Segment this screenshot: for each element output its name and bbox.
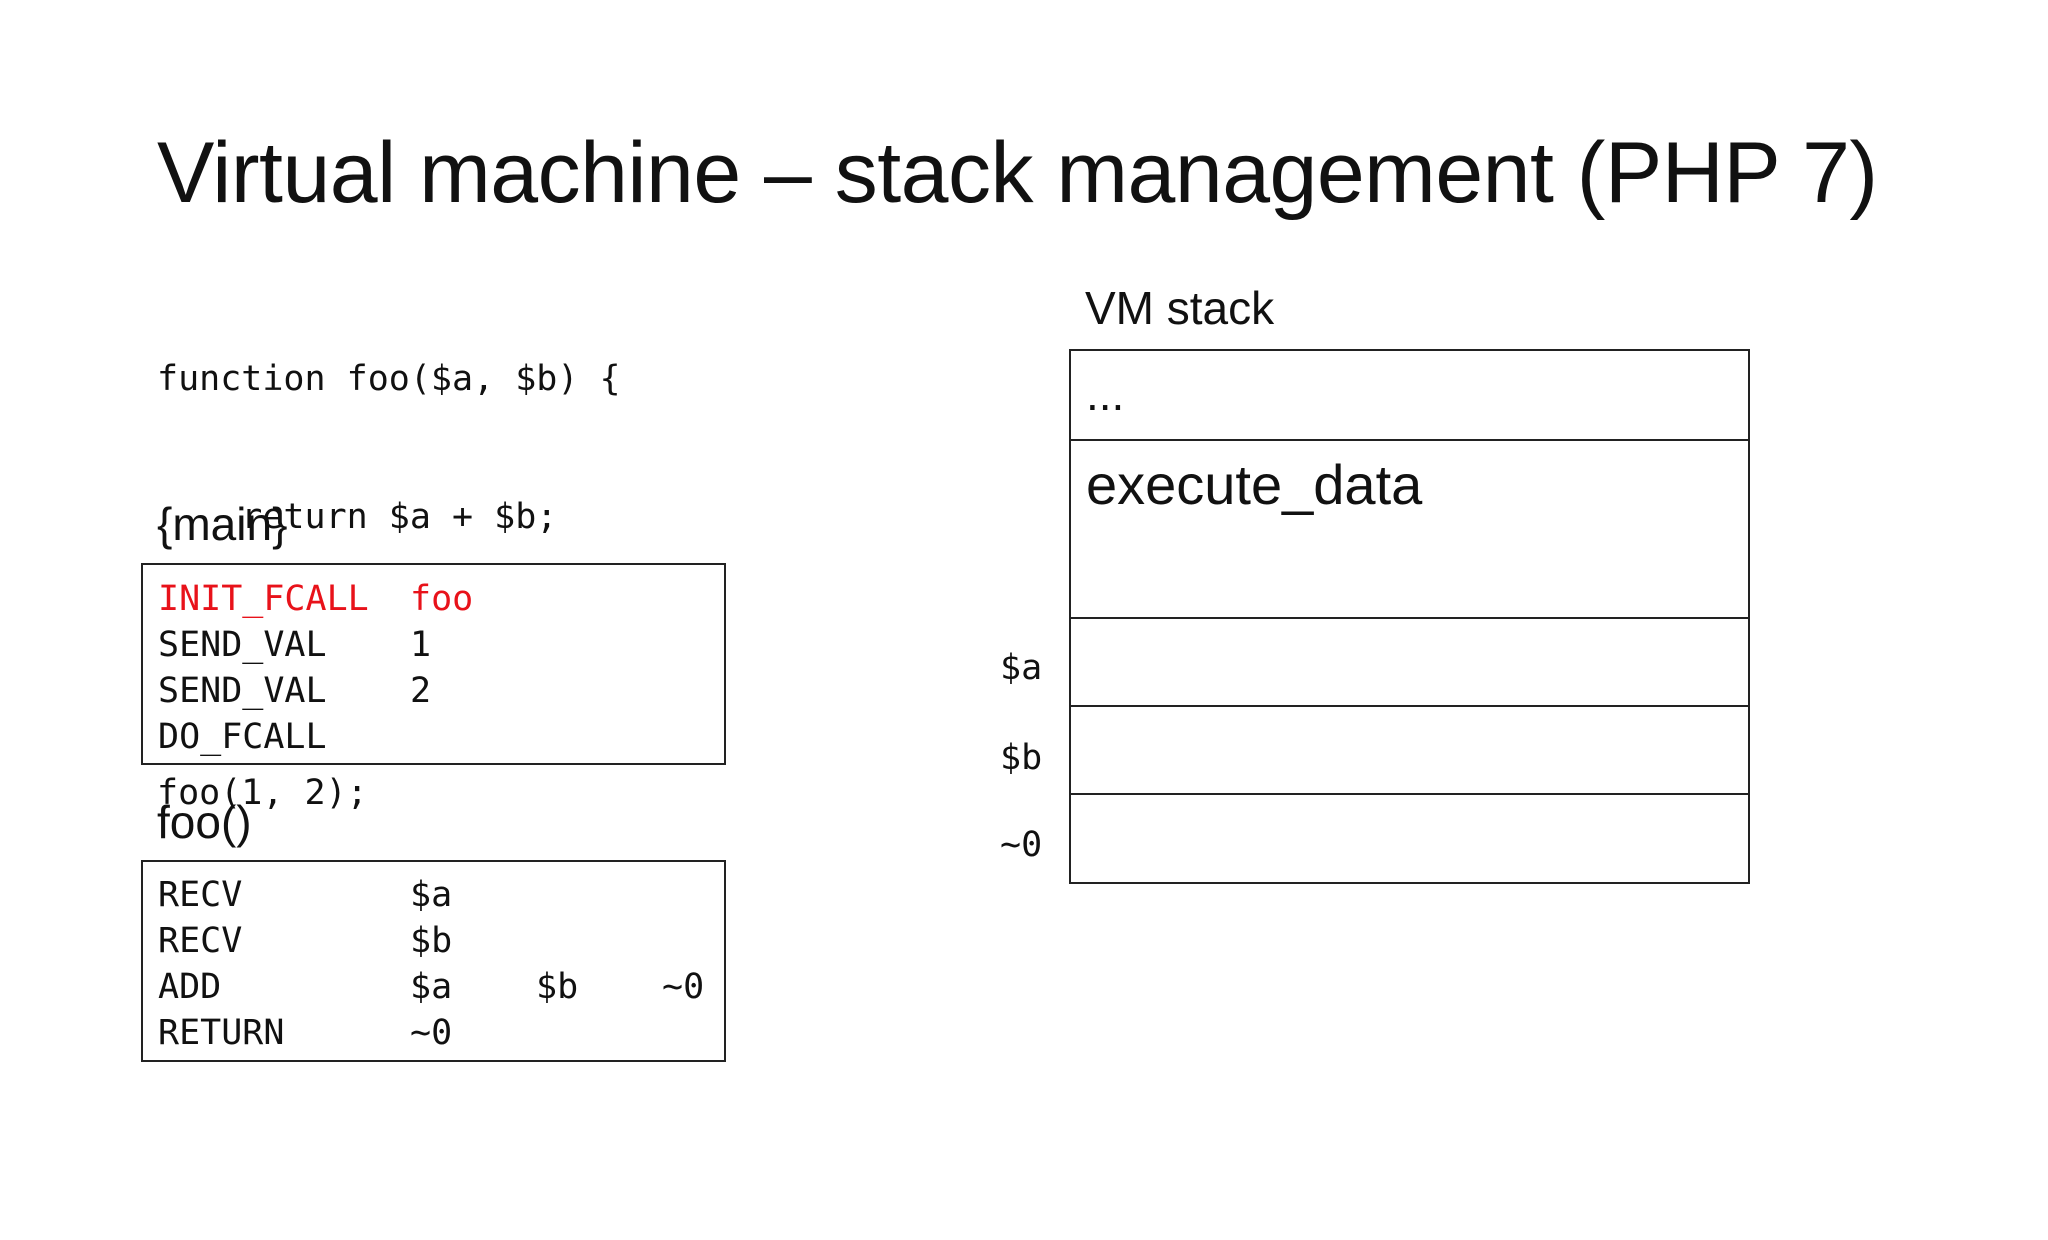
stack-cell-tmp <box>1071 793 1748 882</box>
stack-cell: ... <box>1071 351 1748 441</box>
opcode-name: SEND_VAL <box>158 671 327 711</box>
opcode-name: RECV <box>158 921 243 961</box>
stack-slot-label: $b <box>1000 738 1043 778</box>
opcode-row: RECV $a <box>143 872 452 918</box>
vm-stack-label: VM stack <box>1085 282 1275 334</box>
opcode-operand: $b <box>410 921 453 961</box>
opcode-name: INIT_FCALL <box>158 579 369 619</box>
opcode-operand: 2 <box>410 671 432 711</box>
stack-slot-label: $a <box>1000 648 1043 688</box>
code-line: return $a + $b; <box>157 497 558 537</box>
opcode-name: RECV <box>158 875 243 915</box>
main-block-label: {main} <box>157 498 288 550</box>
opcode-name: RETURN <box>158 1013 285 1053</box>
opcode-row: RETURN ~0 <box>143 1010 452 1056</box>
code-line: function foo($a, $b) { <box>157 359 621 399</box>
slide-title: Virtual machine – stack management (PHP … <box>157 125 1878 221</box>
opcode-row: RECV $b <box>143 918 452 964</box>
foo-block-label: foo() <box>157 796 252 848</box>
opcode-row: SEND_VAL 1 <box>143 622 431 668</box>
opcode-operand: ~0 <box>410 1013 453 1053</box>
opcode-row: DO_FCALL <box>143 714 327 760</box>
opcode-row: ADD $a $b ~0 <box>143 964 704 1010</box>
opcode-operand: 1 <box>410 625 432 665</box>
stack-cell-b <box>1071 705 1748 795</box>
opcode-name: ADD <box>158 967 222 1007</box>
code-line: foo(1, 2); <box>157 773 368 813</box>
stack-cell-execute-data: execute_data <box>1071 439 1748 619</box>
opcode-name: SEND_VAL <box>158 625 327 665</box>
opcode-row: INIT_FCALL foo <box>143 576 473 622</box>
opcode-operand: foo <box>410 579 474 619</box>
foo-opcode-table: RECV $a RECV $b ADD $a $b ~0 RETURN ~0 <box>141 860 726 1062</box>
opcode-operand: $a <box>410 875 453 915</box>
vm-stack: ... execute_data <box>1069 349 1750 884</box>
stack-cell-a <box>1071 617 1748 707</box>
opcode-operand: $a <box>410 967 453 1007</box>
stack-cell-text: execute_data <box>1086 453 1423 516</box>
opcode-name: DO_FCALL <box>158 717 327 757</box>
opcode-result: ~0 <box>662 967 705 1007</box>
main-opcode-table: INIT_FCALL foo SEND_VAL 1 SEND_VAL 2 DO_… <box>141 563 726 765</box>
stack-slot-label: ~0 <box>1000 825 1043 865</box>
opcode-operand: $b <box>536 967 579 1007</box>
opcode-row: SEND_VAL 2 <box>143 668 431 714</box>
stack-cell-text: ... <box>1086 368 1125 420</box>
